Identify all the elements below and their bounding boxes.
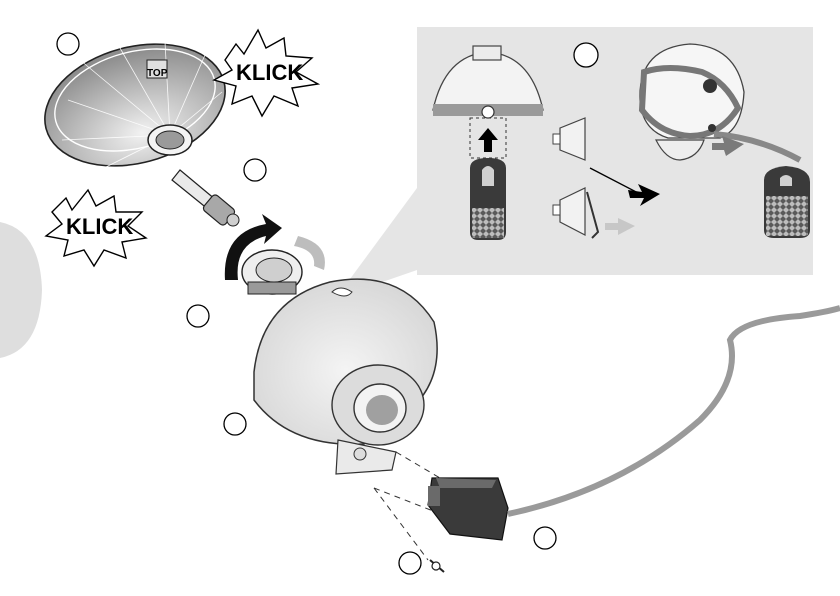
callout-5 <box>534 527 556 549</box>
reflector-bowl: TOP <box>31 25 239 185</box>
bulb-icon <box>172 170 239 227</box>
power-cable <box>508 308 840 514</box>
klick-burst-top: KLICK <box>214 30 318 116</box>
klick-burst-bottom: KLICK <box>46 190 146 266</box>
inset-panel <box>336 27 813 298</box>
screw-icon <box>430 560 444 572</box>
callout-4 <box>224 413 246 435</box>
plug-housing <box>428 478 508 540</box>
klick-label-bottom: KLICK <box>66 214 133 239</box>
clip-tag-right <box>764 166 810 238</box>
callout-3 <box>187 305 209 327</box>
klick-label-top: KLICK <box>236 60 303 85</box>
bayonet-ring <box>225 214 325 294</box>
callout-inset <box>574 43 598 67</box>
callout-2 <box>244 159 266 181</box>
callout-1 <box>57 33 79 55</box>
page-edge-tab <box>0 222 42 358</box>
callout-6 <box>399 552 421 574</box>
lamp-shade <box>254 279 437 474</box>
top-marker-label: TOP <box>147 68 168 79</box>
